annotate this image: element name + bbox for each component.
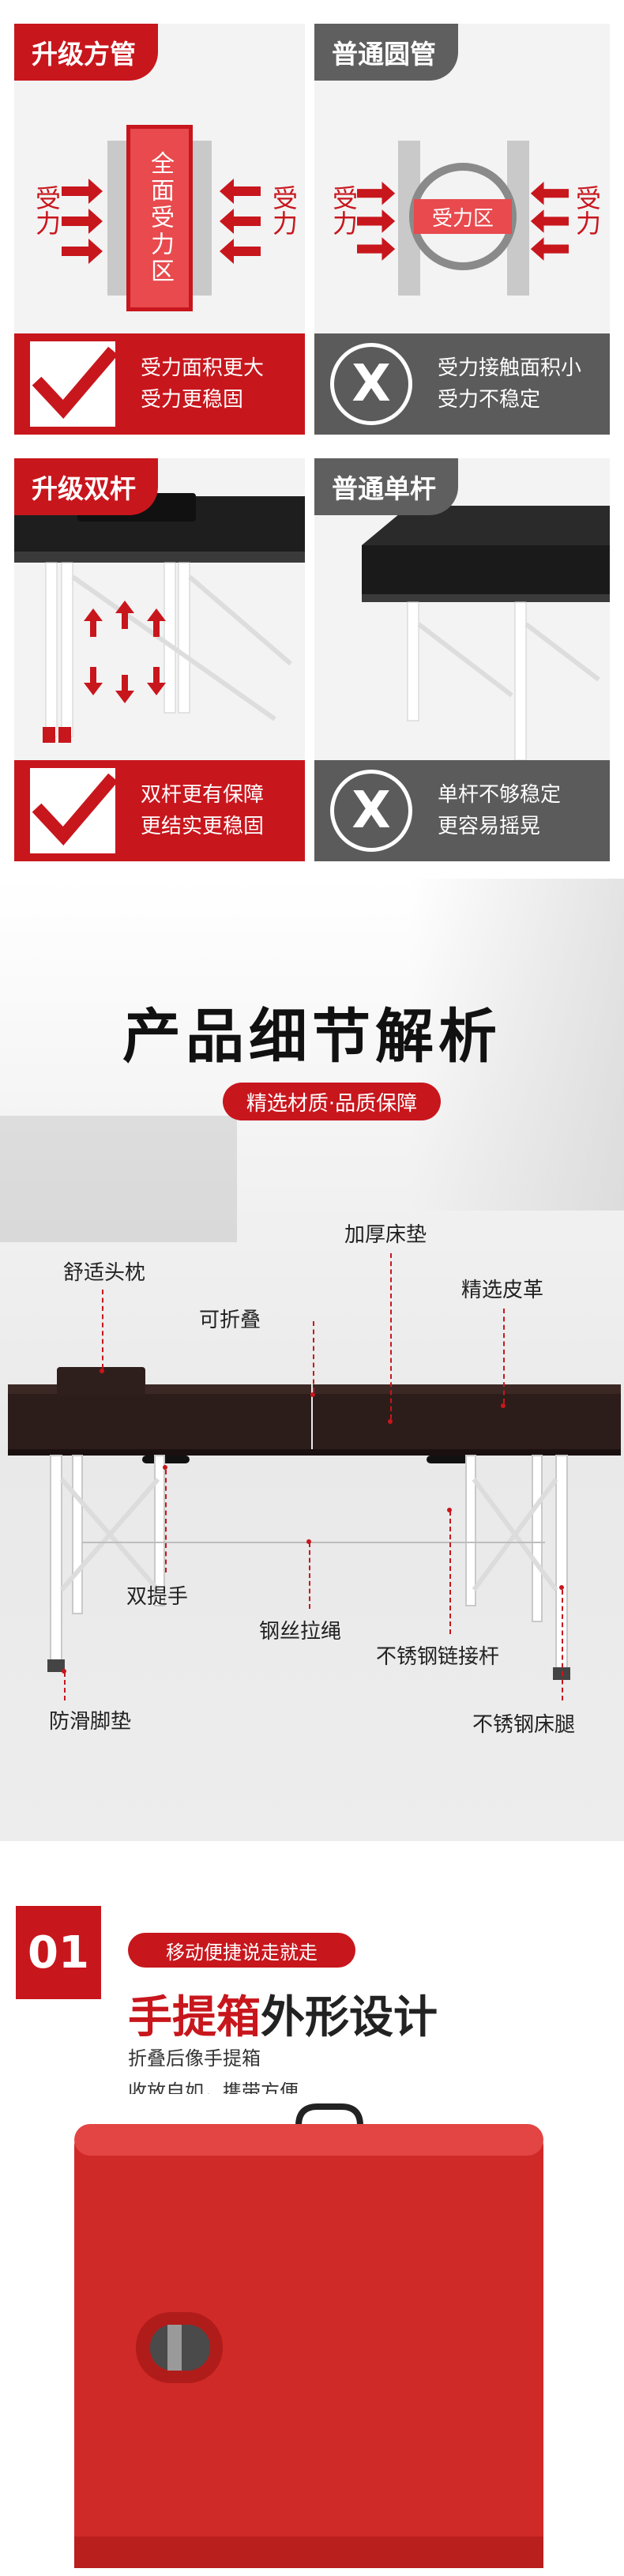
bar-line-1: 受力面积更大 [141,356,265,380]
upgrade-rod-panel: 升级双杆 双杆更有保障 更结实更稳固 [14,458,305,861]
leader-line [503,1309,505,1403]
bar-line-2: 更结实更稳固 [141,815,265,838]
background-decor [411,879,624,1211]
details-section: 产品细节解析 精选材质·品质保障 舒适头枕 [0,879,624,1841]
normal-rod-panel: 普通单杆 X 单杆不够稳定 更容易摇晃 [314,458,610,861]
bar-line-2: 受力更稳固 [141,388,244,412]
feature-headline-bold: 手提箱 [128,1991,261,2043]
force-label-left: 受力 [32,185,62,235]
check-icon [30,341,118,427]
leader-line [309,1542,310,1609]
background-decor [0,1116,237,1242]
force-zone-label: 受力区 [431,206,494,231]
leader-line [313,1321,314,1392]
marker-dot [100,1369,104,1373]
leader-line [64,1672,66,1700]
force-label-left: 受力 [329,185,359,235]
normal-tube-bar: X 受力接触面积小 受力不稳定 [314,333,610,435]
label-foldable: 可折叠 [199,1309,261,1332]
feature-tag: 移动便捷说走就走 [166,1941,318,1964]
marker-dot [501,1403,506,1408]
round-force-zone: 受力区 [414,199,512,234]
massage-bed-image [8,1367,621,1680]
marker-dot [447,1508,452,1512]
x-icon: X [330,343,412,425]
details-subtitle: 精选材质·品质保障 [246,1091,418,1116]
normal-rod-bar: X 单杆不够稳定 更容易摇晃 [314,760,610,861]
normal-tube-tab: 普通圆管 [314,24,458,81]
bar-line-2: 受力不稳定 [438,388,541,412]
bar-line-1: 单杆不够稳定 [438,783,562,807]
label-leather: 精选皮革 [461,1279,544,1302]
label-handle: 双提手 [126,1585,189,1609]
label-foot-pad: 防滑脚垫 [49,1710,132,1734]
force-label-right: 受力 [572,185,602,235]
upgrade-tube-bar: 受力面积更大 受力更稳固 [14,333,305,435]
arrow-icon [357,181,396,261]
details-subtitle-badge: 精选材质·品质保障 [223,1083,441,1120]
feature-number-badge: 01 [16,1906,101,1999]
single-rod-bed-image [362,506,610,761]
leader-line [390,1253,392,1419]
normal-tube-panel: 普通圆管 受力区 受力 受力 X 受力接触面积小 受力不稳定 [314,24,610,435]
leader-line [102,1290,103,1369]
arrow-icon [220,179,261,264]
marker-dot [310,1392,315,1397]
full-force-label: 全面受力区 [146,151,174,285]
marker-dot [163,1465,167,1470]
folded-case-image [0,2094,624,2576]
feature-tag-badge: 移动便捷说走就走 [128,1933,355,1968]
feature-headline-rest: 外形设计 [261,1991,438,2043]
label-headrest: 舒适头枕 [63,1261,146,1285]
upgrade-tube-panel: 升级方管 全面受力区 受力 受力 受力面积更大 受力更稳固 [14,24,305,435]
bar-line-1: 双杆更有保障 [141,783,265,807]
marker-dot [559,1585,564,1590]
feature-headline: 手提箱外形设计 [128,1982,438,2046]
square-tube-highlight: 全面受力区 [126,125,193,311]
label-wire: 钢丝拉绳 [259,1620,342,1644]
arrow-icon [62,179,103,264]
x-icon: X [330,770,412,852]
label-chain-rod: 不锈钢链接杆 [376,1645,500,1669]
feature-desc-line-1: 折叠后像手提箱 [128,2047,261,2069]
bar-line-2: 更容易摇晃 [438,815,541,838]
details-title: 产品细节解析 [122,1003,502,1071]
upgrade-tube-tab: 升级方管 [14,24,158,81]
leader-line [165,1470,167,1572]
upgrade-rod-tab: 升级双杆 [14,458,158,515]
leader-line [449,1511,451,1634]
marker-dot [306,1539,311,1544]
bar-line-1: 受力接触面积小 [438,356,582,380]
marker-dot [62,1669,66,1674]
marker-dot [388,1419,393,1424]
normal-rod-tab: 普通单杆 [314,458,458,515]
label-thick-pad: 加厚床垫 [344,1223,427,1247]
check-icon [30,768,118,853]
leader-line [562,1590,563,1700]
force-label-right: 受力 [269,185,299,235]
arrow-icon [530,181,569,261]
feature-number: 01 [28,1926,89,1979]
label-leg: 不锈钢床腿 [472,1713,576,1737]
upgrade-rod-bar: 双杆更有保障 更结实更稳固 [14,760,305,861]
